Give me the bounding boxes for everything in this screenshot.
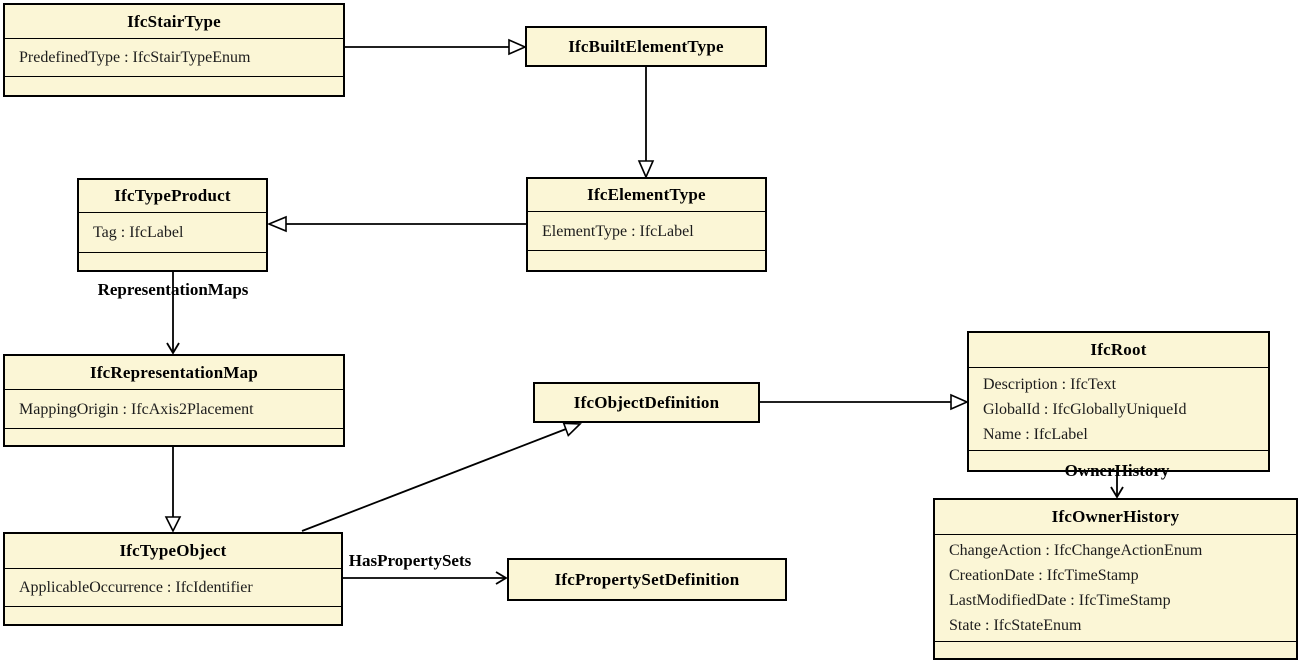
class-title: IfcTypeProduct [114, 186, 231, 205]
class-operations-compartment [5, 428, 343, 445]
attribute-line: CreationDate : IfcTimeStamp [949, 567, 1139, 584]
class-node-ifctypeproduct[interactable]: IfcTypeProduct Tag : IfcLabel [77, 178, 268, 272]
attribute-line: Name : IfcLabel [983, 425, 1088, 443]
class-operations-compartment [79, 252, 266, 270]
class-attributes: Description : IfcText GlobalId : IfcGlob… [969, 367, 1268, 450]
class-operations-compartment [935, 641, 1296, 658]
class-operations-compartment [5, 606, 341, 624]
class-operations-compartment [969, 450, 1268, 470]
attribute-line: MappingOrigin : IfcAxis2Placement [19, 400, 254, 418]
attribute-line: Tag : IfcLabel [93, 224, 184, 241]
attribute-line: ElementType : IfcLabel [542, 222, 694, 240]
class-title: IfcStairType [127, 11, 221, 31]
attribute-line: Description : IfcText [983, 375, 1117, 393]
class-title: IfcRepresentationMap [90, 362, 258, 382]
arrowhead-open [166, 342, 180, 355]
class-title: IfcBuiltElementType [568, 36, 724, 56]
class-attributes: PredefinedType : IfcStairTypeEnum [5, 38, 343, 76]
attribute-line: State : IfcStateEnum [949, 617, 1082, 634]
arrowhead-open [495, 571, 508, 585]
class-attributes: ElementType : IfcLabel [528, 211, 765, 250]
class-attributes: ChangeAction : IfcChangeActionEnum Creat… [935, 534, 1296, 641]
class-attributes: MappingOrigin : IfcAxis2Placement [5, 389, 343, 428]
class-node-ifcroot[interactable]: IfcRoot Description : IfcText GlobalId :… [967, 331, 1270, 472]
class-title: IfcTypeObject [119, 541, 227, 560]
class-title: IfcRoot [1090, 340, 1147, 359]
edge-label-haspropertysets: HasPropertySets [348, 551, 472, 570]
attribute-line: ApplicableOccurrence : IfcIdentifier [19, 579, 253, 596]
inheritance-triangle-icon [562, 422, 582, 437]
attribute-line: PredefinedType : IfcStairTypeEnum [19, 49, 251, 66]
class-title: IfcElementType [587, 185, 706, 204]
class-node-ifcownerhistory[interactable]: IfcOwnerHistory ChangeAction : IfcChange… [933, 498, 1298, 660]
inheritance-triangle-icon [266, 215, 287, 233]
inheritance-triangle-icon [637, 160, 655, 179]
class-node-ifcbuiltelementtype[interactable]: IfcBuiltElementType [525, 26, 767, 67]
class-attributes: Tag : IfcLabel [79, 212, 266, 252]
inheritance-triangle-icon [950, 393, 969, 411]
class-node-ifcstairtype[interactable]: IfcStairType PredefinedType : IfcStairTy… [3, 3, 345, 97]
class-title: IfcObjectDefinition [573, 392, 720, 412]
class-node-ifctypeobject[interactable]: IfcTypeObject ApplicableOccurrence : Ifc… [3, 532, 343, 626]
class-operations-compartment [528, 250, 765, 270]
class-title: IfcOwnerHistory [1051, 507, 1180, 526]
class-operations-compartment [5, 76, 343, 95]
class-node-ifcobjectdefinition[interactable]: IfcObjectDefinition [533, 382, 760, 423]
class-node-ifcrepresentationmap[interactable]: IfcRepresentationMap MappingOrigin : Ifc… [3, 354, 345, 447]
edge-label-representationmaps: RepresentationMaps [97, 280, 249, 299]
class-node-ifcpropertysetdefinition[interactable]: IfcPropertySetDefinition [507, 558, 787, 601]
inheritance-triangle-icon [508, 38, 527, 56]
attribute-line: LastModifiedDate : IfcTimeStamp [949, 592, 1171, 609]
class-title: IfcPropertySetDefinition [554, 569, 740, 589]
attribute-line: GlobalId : IfcGloballyUniqueId [983, 400, 1187, 418]
inheritance-triangle-icon [164, 516, 182, 533]
class-node-ifcelementtype[interactable]: IfcElementType ElementType : IfcLabel [526, 177, 767, 272]
class-attributes: ApplicableOccurrence : IfcIdentifier [5, 568, 341, 606]
arrowhead-open [1110, 486, 1124, 499]
attribute-line: ChangeAction : IfcChangeActionEnum [949, 542, 1203, 559]
